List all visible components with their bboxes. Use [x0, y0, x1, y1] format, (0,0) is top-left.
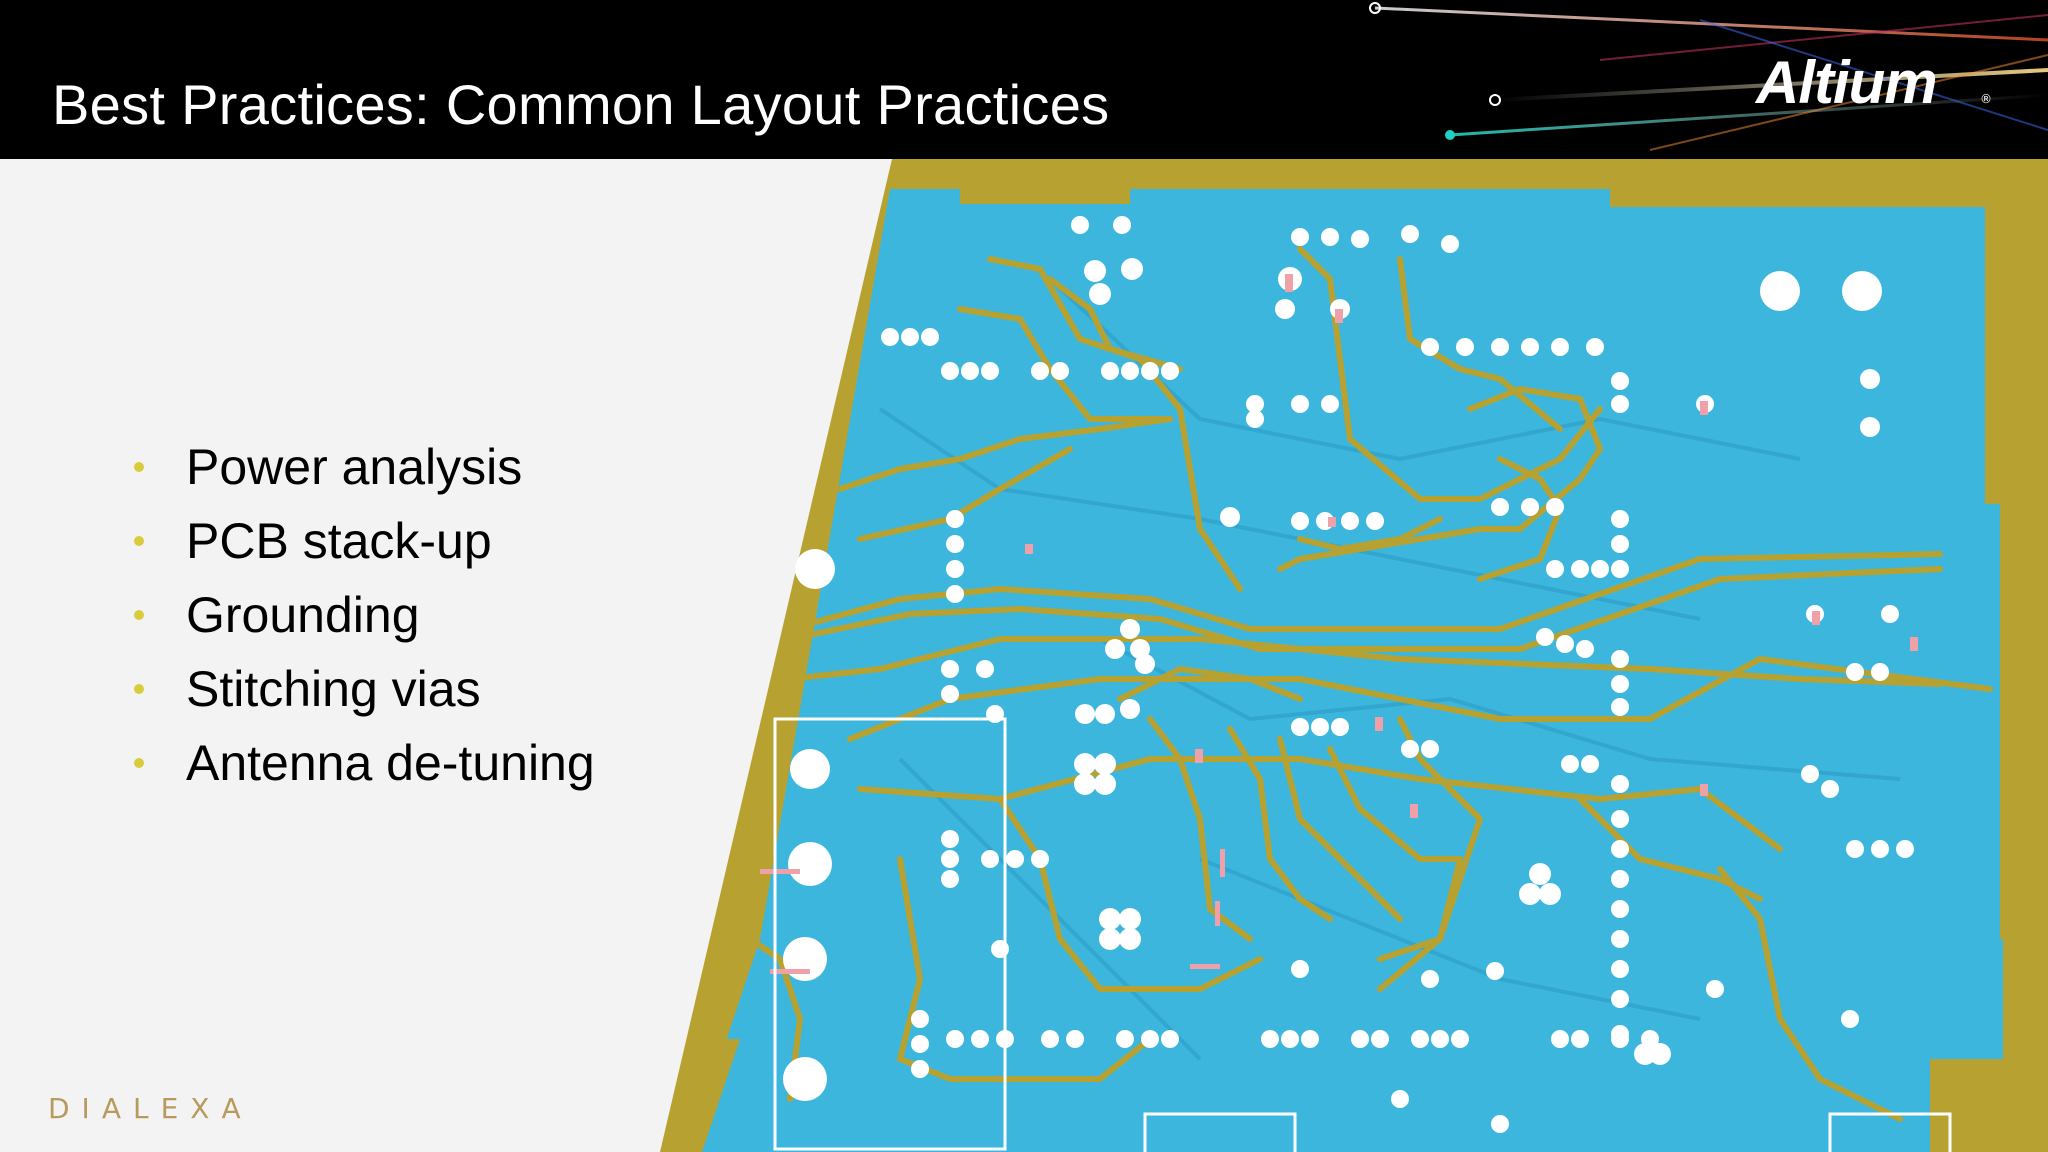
dialexa-logo: DIALEXA	[48, 1092, 253, 1125]
bullet-dot-icon	[134, 610, 144, 620]
bullet-item: Antenna de-tuning	[130, 726, 595, 800]
bullet-text: Grounding	[186, 587, 420, 643]
bullet-item: Stitching vias	[130, 652, 595, 726]
bullet-dot-icon	[134, 462, 144, 472]
bullet-list: Power analysis PCB stack-up Grounding St…	[130, 430, 595, 800]
altium-logo: Altium	[1756, 49, 1938, 116]
bullet-dot-icon	[134, 684, 144, 694]
light-streaks-graphic	[1369, 2, 2048, 151]
registered-mark: ®	[1980, 92, 1992, 106]
bullet-text: Power analysis	[186, 439, 523, 495]
bullet-text: Antenna de-tuning	[186, 735, 595, 791]
bullet-item: PCB stack-up	[130, 504, 595, 578]
bullet-item: Grounding	[130, 578, 595, 652]
bullet-text: Stitching vias	[186, 661, 481, 717]
bullet-text: PCB stack-up	[186, 513, 492, 569]
bullet-dot-icon	[134, 536, 144, 546]
bullet-item: Power analysis	[130, 430, 595, 504]
pcb-layout-image	[660, 159, 2048, 1152]
slide-header: Best Practices: Common Layout Practices …	[0, 0, 2048, 159]
slide-title: Best Practices: Common Layout Practices	[52, 73, 1110, 136]
bullet-dot-icon	[134, 758, 144, 768]
